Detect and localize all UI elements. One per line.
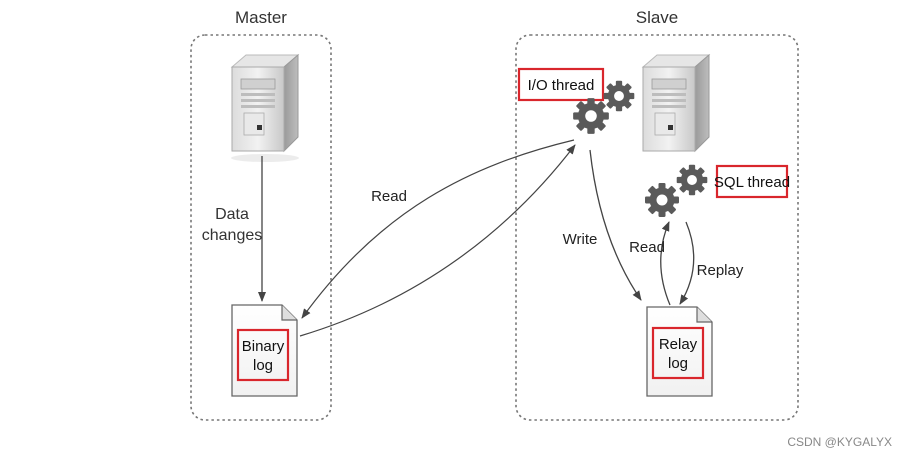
- write-arrow: [589, 149, 642, 301]
- io-thread-highlight: [517, 67, 605, 102]
- sql-thread-highlight: [715, 164, 789, 199]
- sql-thread-label: SQL thread: [714, 174, 790, 191]
- read-request-arrow: [301, 139, 575, 319]
- document-icon: [646, 306, 713, 397]
- relay-log-document: Relay log: [646, 306, 713, 397]
- io-thread-label: I/O thread: [528, 77, 595, 94]
- relay-log-line1: Relay: [659, 336, 698, 353]
- server-icon: [641, 53, 711, 153]
- gear-icon: [645, 164, 708, 217]
- slave-title: Slave: [636, 8, 679, 27]
- watermark: CSDN @KYGALYX: [787, 435, 892, 449]
- binary-log-line1: Binary: [242, 338, 285, 355]
- read-relay-label: Read: [629, 239, 665, 256]
- server-icon: [230, 53, 300, 162]
- slave-panel: Slave I/O thread SQL thread: [515, 8, 799, 421]
- read-master-label: Read: [371, 188, 407, 205]
- document-icon: [231, 304, 298, 397]
- replay-label: Replay: [697, 262, 744, 279]
- relay-log-line2: log: [668, 355, 688, 372]
- binary-log-line2: log: [253, 357, 273, 374]
- write-label: Write: [563, 231, 598, 248]
- replay-arrow: [679, 221, 695, 305]
- read-relay-arrow: [660, 221, 671, 306]
- relay-log-highlight: [651, 326, 705, 380]
- binary-log-document: Binary log: [231, 304, 298, 397]
- master-title: Master: [235, 8, 287, 27]
- binary-log-highlight: [236, 328, 290, 382]
- binlog-transfer-arrow: [299, 144, 576, 337]
- data-changes-label-line2: changes: [202, 227, 263, 244]
- master-panel: Master Data changes Binary log: [190, 8, 332, 421]
- data-changes-label-line1: Data: [215, 206, 249, 223]
